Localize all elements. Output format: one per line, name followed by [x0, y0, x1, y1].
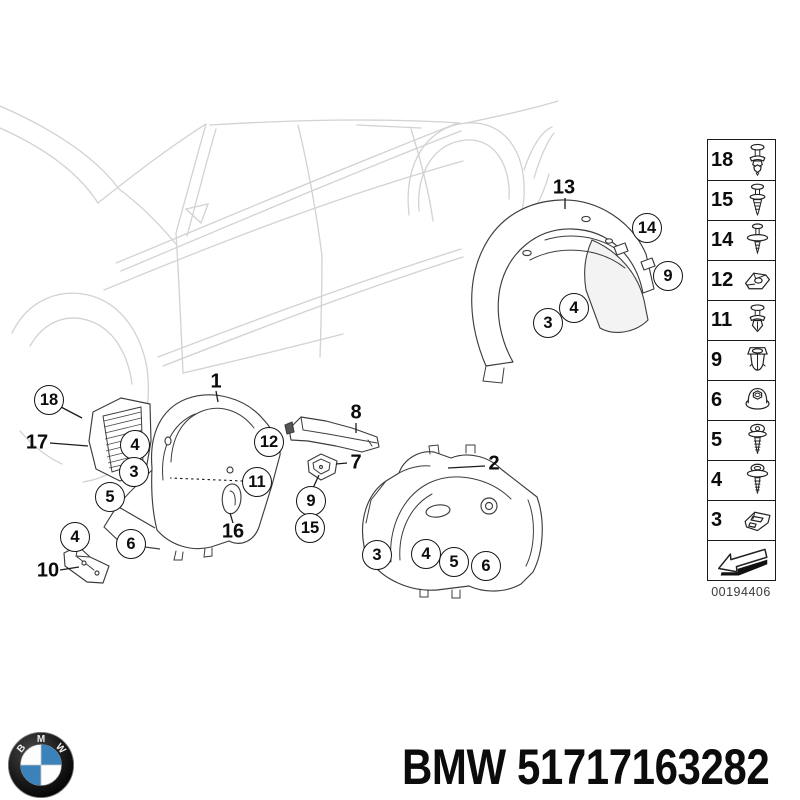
- legend-number: 5: [711, 429, 723, 451]
- callout-12: 12: [254, 427, 284, 457]
- part-label-1: 1: [210, 370, 222, 393]
- callout-4: 4: [120, 430, 150, 460]
- legend-item-11: 11: [708, 300, 775, 340]
- legend-item-14: 14: [708, 220, 775, 260]
- callout-4: 4: [60, 522, 90, 552]
- legend-item-9: 9: [708, 340, 775, 380]
- legend-number: 18: [711, 148, 734, 171]
- callout-15: 15: [295, 513, 325, 543]
- part-number-value: 51717163282: [516, 739, 770, 795]
- logo-quadrant-blue-tr: [41, 744, 62, 765]
- bmw-logo: B M W: [8, 732, 74, 798]
- plastic-nut-icon: [741, 382, 774, 419]
- part-16-drawing: [221, 483, 242, 515]
- part-label-16: 16: [221, 520, 245, 543]
- logo-quadrant-blue-bl: [20, 765, 41, 786]
- callout-6: 6: [116, 529, 146, 559]
- part-label-13: 13: [552, 176, 576, 199]
- legend-number: 12: [711, 269, 734, 291]
- sheet-clip-icon: [741, 262, 774, 299]
- callout-3: 3: [362, 540, 392, 570]
- legend-number: 11: [711, 309, 733, 331]
- legend-number: 4: [711, 469, 723, 491]
- part-label-10: 10: [36, 559, 60, 582]
- part-13-drawing: [471, 199, 656, 384]
- callout-3: 3: [119, 457, 149, 487]
- diagram-code: 00194406: [711, 585, 771, 599]
- callout-5: 5: [439, 547, 469, 577]
- callout-11: 11: [242, 467, 272, 497]
- callout-18: 18: [34, 385, 64, 415]
- legend-number: 6: [711, 389, 723, 411]
- legend-item-12: 12: [708, 260, 775, 300]
- callout-4: 4: [411, 539, 441, 569]
- leader-lines: [49, 198, 566, 571]
- grommet-nut-icon: [741, 342, 774, 379]
- expanding-rivet-icon: [741, 142, 774, 179]
- callout-14: 14: [632, 213, 662, 243]
- legend-number: 14: [711, 229, 734, 251]
- callout-5: 5: [95, 482, 125, 512]
- legend-item-5: 5: [708, 420, 775, 460]
- legend-number: 3: [711, 509, 723, 531]
- car-outline-drawing: [0, 100, 559, 483]
- logo-letter-m: M: [37, 734, 45, 745]
- callout-6: 6: [471, 551, 501, 581]
- part-label-2: 2: [488, 452, 500, 475]
- speed-nut-icon: [741, 502, 774, 539]
- expanding-rivet-short-icon: [741, 302, 774, 339]
- brand-label: BMW: [402, 739, 506, 795]
- legend-item-arrow: [708, 540, 775, 580]
- part-7-drawing: [307, 453, 338, 481]
- legend-item-4: 4: [708, 460, 775, 500]
- fastener-legend: 18 15 14 12 11 9 6 5 4 3: [707, 139, 776, 581]
- part-label-17: 17: [25, 431, 49, 454]
- part-number-text: BMW 51717163282: [402, 739, 770, 795]
- callout-4: 4: [559, 293, 589, 323]
- part-8-drawing: [284, 416, 380, 453]
- part-label-8: 8: [350, 401, 362, 424]
- direction-arrow-icon: [715, 544, 771, 578]
- torx-screw-icon: [741, 422, 774, 459]
- part-label-7: 7: [350, 451, 362, 474]
- legend-item-18: 18: [708, 140, 775, 180]
- legend-number: 9: [711, 349, 723, 371]
- rivet-washer-icon: [741, 222, 774, 259]
- legend-item-3: 3: [708, 500, 775, 540]
- legend-number: 15: [711, 189, 734, 211]
- legend-item-15: 15: [708, 180, 775, 220]
- legend-item-6: 6: [708, 380, 775, 420]
- expanding-rivet-long-icon: [741, 182, 774, 219]
- callout-9: 9: [296, 486, 326, 516]
- footer: B M W BMW 51717163282: [0, 726, 800, 800]
- washer-screw-icon: [741, 462, 774, 499]
- callout-3: 3: [533, 308, 563, 338]
- callout-9: 9: [653, 261, 683, 291]
